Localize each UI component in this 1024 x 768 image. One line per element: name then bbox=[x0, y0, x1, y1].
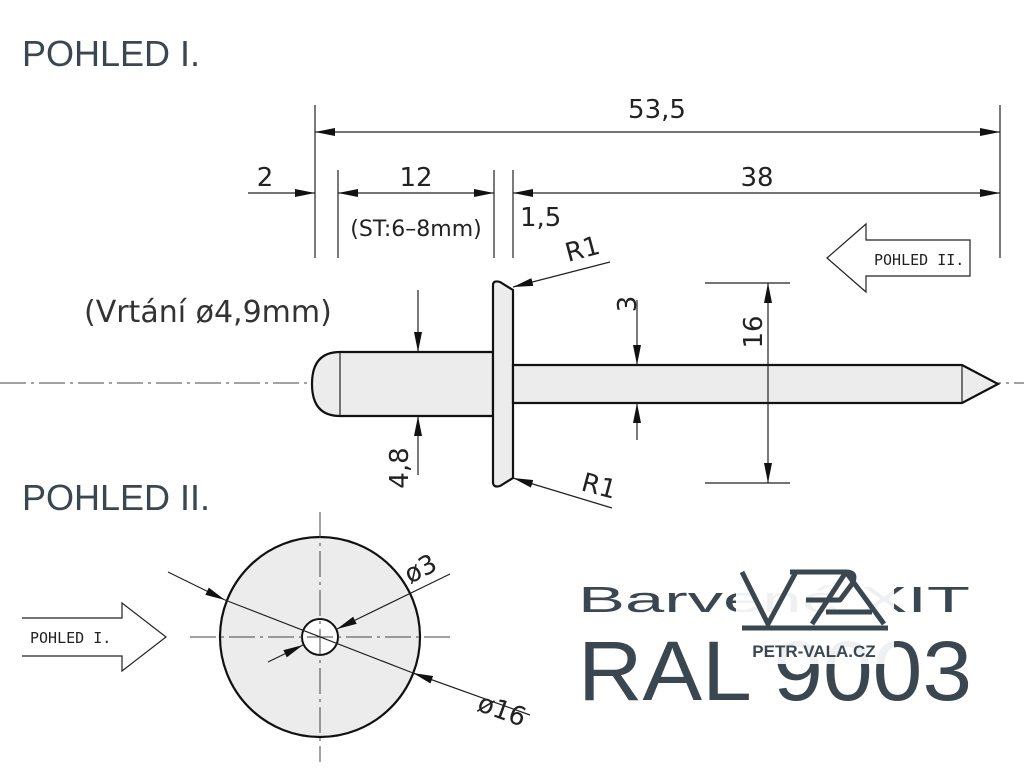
view2-arrow bbox=[826, 222, 971, 294]
leader-radius-top bbox=[512, 261, 611, 288]
view2-title: POHLED II. bbox=[22, 477, 210, 518]
leader-od-left bbox=[167, 571, 226, 601]
view1-arrow bbox=[22, 601, 167, 673]
branding: Barvené XIT RAL 9003 PETR-VALA.CZ bbox=[578, 566, 972, 718]
dim-mandrel-length: 38 bbox=[740, 163, 773, 193]
dim-head-offset: 2 bbox=[257, 163, 274, 193]
leader-od-right bbox=[412, 672, 531, 716]
logo-text: PETR-VALA.CZ bbox=[752, 642, 875, 661]
logo-mark-icon bbox=[739, 569, 888, 631]
dim-head-diameter: 16 bbox=[739, 315, 769, 348]
leader-hole-top bbox=[336, 573, 451, 630]
view1-title: POHLED I. bbox=[22, 33, 200, 74]
leader-hole-bottom bbox=[267, 644, 304, 663]
dim-total-length: 53,5 bbox=[628, 95, 686, 125]
side-view: 53,5 2 12 (ST:6–8mm) 38 1,5 R1 R1 3 16 4… bbox=[0, 95, 1024, 509]
dim-body-diameter: 4,8 bbox=[385, 447, 415, 488]
dim-grip: 12 bbox=[399, 163, 432, 193]
leader-radius-bottom bbox=[512, 477, 613, 509]
mandrel bbox=[511, 363, 1001, 405]
front-view: ø16 ø3 POHLED I. bbox=[22, 512, 531, 762]
rivet-head bbox=[491, 280, 515, 488]
company-logo: PETR-VALA.CZ bbox=[736, 566, 894, 664]
rivet-body bbox=[310, 350, 495, 418]
dim-grip-range: (ST:6–8mm) bbox=[350, 217, 481, 242]
dim-line-od bbox=[224, 599, 414, 674]
dim-radius-top: R1 bbox=[562, 231, 603, 269]
drilling-note: (Vrtání ø4,9mm) bbox=[84, 295, 332, 330]
dim-head-thickness: 1,5 bbox=[520, 203, 561, 233]
view2-arrow-label: POHLED II. bbox=[874, 251, 964, 269]
dim-head-diameter-view2: ø16 bbox=[474, 688, 530, 733]
view1-arrow-label: POHLED I. bbox=[30, 629, 111, 647]
dim-mandrel-diameter: 3 bbox=[613, 296, 643, 313]
